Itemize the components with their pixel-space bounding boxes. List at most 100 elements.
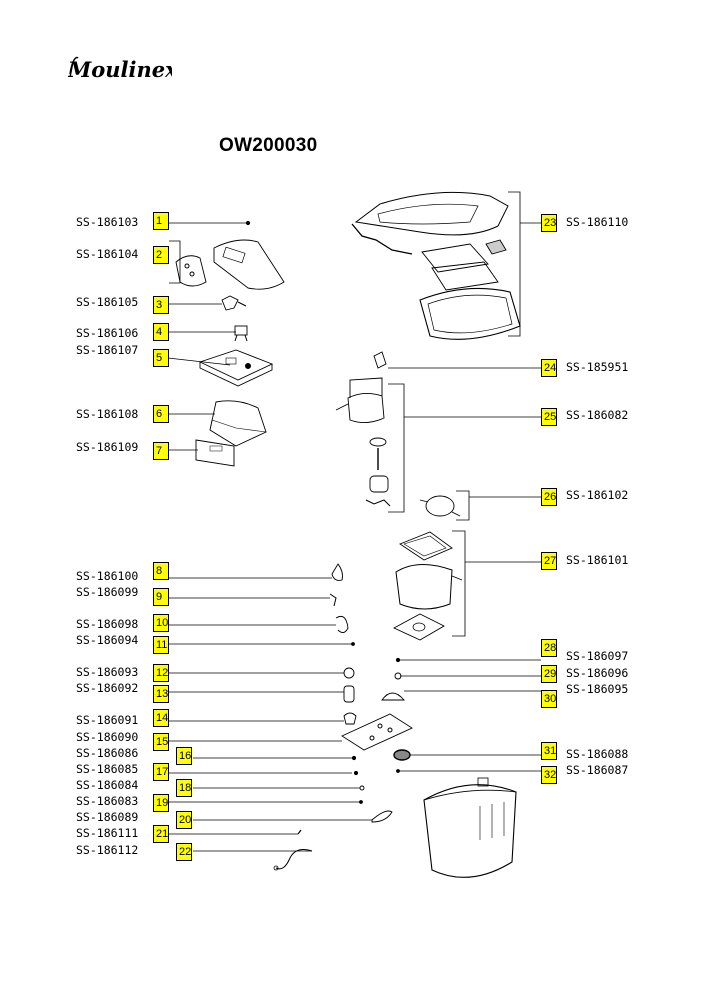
part-code-17: SS-186085 [76,762,139,776]
part-code-20: SS-186089 [76,810,139,824]
part-gear-31 [393,749,411,761]
part-number-19: 19 [153,794,169,812]
part-number-24: 24 [541,359,557,377]
part-washer-12 [343,667,355,679]
part-number-27: 27 [541,552,557,570]
part-number-4: 4 [153,323,169,341]
part-screw-28 [395,657,401,663]
part-number-18: 18 [176,779,192,797]
part-number-15: 15 [153,733,169,751]
part-drive-assembly-25 [335,377,391,507]
part-code-16: SS-186086 [76,746,139,760]
part-number-5: 5 [153,349,169,367]
part-lid-assembly-23 [351,191,521,340]
part-circuit-board-5 [198,349,274,387]
part-code-28: SS-186097 [566,649,629,663]
part-code-26: SS-186102 [566,488,629,502]
part-code-9: SS-186099 [76,585,139,599]
leader-lines-right [388,191,541,772]
part-fuse-20 [371,810,393,823]
part-code-1: SS-186103 [76,215,139,229]
part-code-10: SS-186098 [76,617,139,631]
part-number-26: 26 [541,488,557,506]
part-number-28: 28 [541,639,557,657]
part-code-27: SS-186101 [566,553,629,567]
part-number-7: 7 [153,442,169,460]
part-cover-plate-7 [195,439,235,467]
part-code-12: SS-186093 [76,665,139,679]
part-knob-14 [343,712,357,725]
part-screw-17 [353,770,359,776]
part-control-board-15 [341,713,413,751]
part-number-16: 16 [176,747,192,765]
part-bread-pan [423,777,517,878]
part-number-13: 13 [153,685,169,703]
part-clip-4 [234,325,248,342]
part-number-21: 21 [153,825,169,843]
part-code-4: SS-186106 [76,326,139,340]
part-code-29: SS-186096 [566,666,629,680]
svg-text:Moulinex: Moulinex [68,57,172,82]
part-code-30: SS-186095 [566,682,629,696]
part-code-14: SS-186091 [76,713,139,727]
part-code-25: SS-186082 [566,408,629,422]
part-number-14: 14 [153,709,169,727]
part-number-3: 3 [153,296,169,314]
part-screw-1 [245,220,251,226]
part-number-30: 30 [541,690,557,708]
part-wire-21 [297,829,302,835]
part-code-21: SS-186111 [76,826,139,840]
part-number-12: 12 [153,664,169,682]
part-number-20: 20 [176,811,192,829]
part-number-10: 10 [153,614,169,632]
part-screw-11 [351,642,355,646]
part-seal-30 [381,692,405,701]
part-hinge-24 [373,351,387,369]
part-code-11: SS-186094 [76,633,139,647]
leader-lines-left [167,222,372,852]
part-code-3: SS-186105 [76,295,139,309]
moulinex-logo: Moulinex [68,56,172,82]
part-number-29: 29 [541,665,557,683]
part-code-15: SS-186090 [76,730,139,744]
part-code-5: SS-186107 [76,343,139,357]
part-code-18: SS-186084 [76,778,139,792]
part-housing-6 [209,400,267,447]
part-washer-29 [394,672,402,680]
part-code-7: SS-186109 [76,440,139,454]
part-number-9: 9 [153,588,169,606]
part-code-31: SS-186088 [566,747,629,761]
part-kneading-blade-8 [331,563,343,581]
part-nut-18 [359,785,365,791]
part-code-8: SS-186100 [76,569,139,583]
part-number-11: 11 [153,636,169,654]
part-code-2: SS-186104 [76,247,139,261]
part-number-25: 25 [541,408,557,426]
part-number-22: 22 [176,843,192,861]
part-number-32: 32 [541,766,557,784]
part-number-17: 17 [153,763,169,781]
part-switch-3 [221,295,247,311]
model-title: OW200030 [219,135,318,156]
part-number-31: 31 [541,742,557,760]
part-code-19: SS-186083 [76,794,139,808]
part-number-1: 1 [153,212,169,230]
part-screw-19 [359,800,363,804]
part-code-22: SS-186112 [76,843,139,857]
part-spring-10 [335,615,349,633]
part-cable-22 [273,849,313,871]
part-code-13: SS-186092 [76,681,139,695]
part-shaft-9 [329,593,337,607]
part-pan-assembly-27 [392,531,463,641]
part-code-24: SS-185951 [566,360,629,374]
part-number-6: 6 [153,405,169,423]
part-code-6: SS-186108 [76,407,139,421]
part-control-panel-2 [175,239,285,290]
part-code-32: SS-186087 [566,763,629,777]
part-bushing-13 [343,685,355,703]
part-code-23: SS-186110 [566,215,629,229]
part-number-8: 8 [153,562,169,580]
part-number-23: 23 [541,214,557,232]
part-sensor-26 [419,495,461,517]
